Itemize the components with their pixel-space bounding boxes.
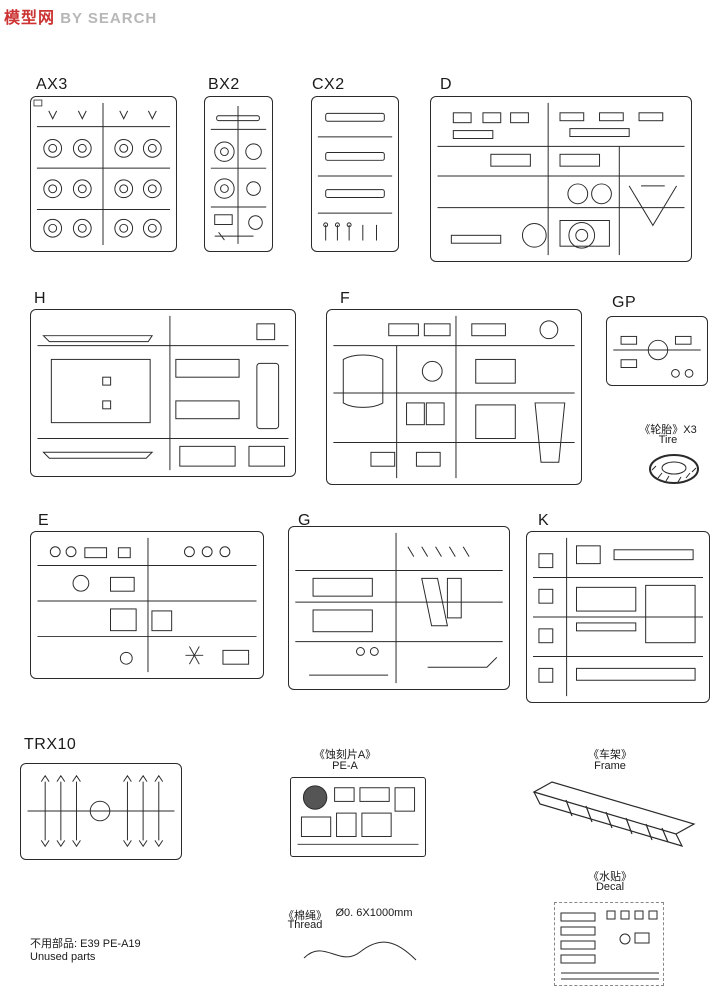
sprue-cx2 [311, 96, 399, 252]
thread-label-en: Thread [287, 919, 323, 931]
watermark: 模型网 BY SEARCH [4, 4, 157, 28]
decal-sheet-drawing [560, 910, 659, 980]
photo-etch-drawing [297, 785, 419, 845]
thread-spec: Ø0. 6X1000mm [335, 907, 413, 919]
sprue-e [30, 531, 264, 679]
sprue-g [288, 526, 510, 690]
sprue-k-drawing [533, 537, 703, 697]
sprue-gp-label: GP [612, 294, 637, 311]
sprue-trx10-drawing [27, 774, 175, 848]
sprue-cx2-drawing [317, 112, 393, 241]
sprue-f-drawing [333, 315, 575, 479]
frame-label-cn: 《车架》 [588, 749, 632, 761]
sprue-d [430, 96, 692, 262]
sprue-bx2-label: BX2 [208, 76, 240, 93]
sprue-h [30, 309, 296, 477]
watermark-logo: 模型网 [4, 10, 56, 27]
sprue-trx10-label: TRX10 [24, 736, 77, 753]
unused-parts-line1: 不用部品: E39 PE-A19 [30, 938, 141, 950]
sprue-ax3-label: AX3 [36, 76, 68, 93]
decal-label-en: Decal [595, 881, 625, 893]
sprue-e-label: E [38, 512, 50, 529]
frame-drawing [532, 781, 696, 847]
decal-label-cn: 《水贴》 [588, 871, 632, 883]
sprue-gp-drawing [613, 335, 701, 378]
sprue-cx2-label: CX2 [312, 76, 345, 93]
tire-icon [649, 454, 699, 484]
sprue-f [326, 309, 582, 485]
pe-label-cn: 《蚀刻片A》 [313, 749, 377, 761]
sprue-trx10 [20, 763, 182, 860]
sprue-g-label: G [298, 512, 311, 529]
unused-parts-line2: Unused parts [30, 951, 96, 963]
sprue-ax3-drawing [33, 99, 171, 246]
thread-label-cn: 《棉绳》 [283, 910, 327, 922]
sprue-bx2 [204, 96, 273, 252]
watermark-site: BY SEARCH [60, 10, 158, 27]
sprue-h-drawing [37, 315, 289, 471]
sprue-h-label: H [34, 290, 47, 307]
sprue-gp [606, 316, 708, 386]
sprue-f-label: F [340, 290, 351, 307]
sprue-k [526, 531, 710, 703]
thread-drawing [303, 941, 417, 961]
sprue-e-drawing [37, 537, 257, 673]
tire-label-cn: 《轮胎》X3 [639, 424, 697, 436]
sprue-bx2-drawing [210, 106, 267, 244]
sprue-ax3 [30, 96, 177, 252]
unused-parts-note: 不用部品: E39 PE-A19 Unused parts [30, 938, 141, 964]
sprue-d-drawing [437, 102, 685, 256]
sprue-g-drawing [295, 532, 503, 684]
pe-label-en: PE-A [332, 760, 358, 772]
photo-etch-fret [290, 777, 426, 857]
sprue-k-label: K [538, 512, 550, 529]
frame-label-en: Frame [594, 760, 626, 772]
decal-sheet [554, 902, 664, 986]
sprue-d-label: D [440, 76, 453, 93]
tire-label-en: Tire [658, 434, 678, 446]
